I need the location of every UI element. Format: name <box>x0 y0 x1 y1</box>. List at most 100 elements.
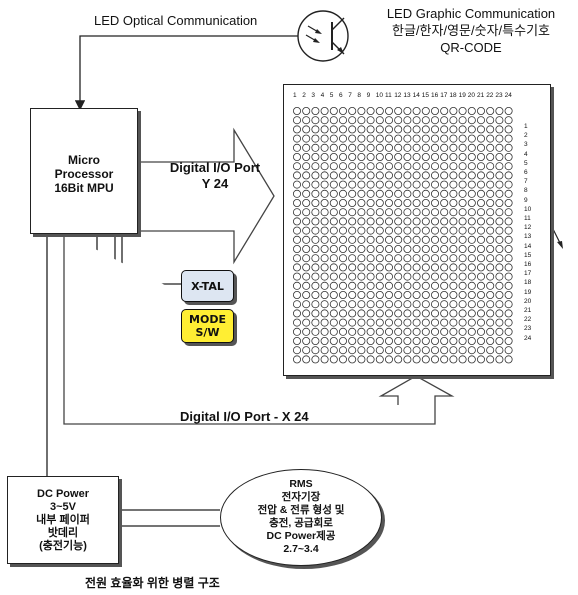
matrix-row-label: 11 <box>524 215 531 222</box>
led-dot <box>440 336 449 345</box>
led-dot <box>339 106 348 115</box>
led-dot <box>394 153 403 162</box>
led-dot <box>292 217 301 226</box>
led-dot <box>394 208 403 217</box>
led-dot <box>430 162 439 171</box>
led-dot <box>320 208 329 217</box>
led-dot <box>394 171 403 180</box>
led-dot <box>320 309 329 318</box>
led-dot <box>430 171 439 180</box>
led-dot <box>375 263 384 272</box>
led-dot <box>311 235 320 244</box>
matrix-row-label: 23 <box>524 325 532 333</box>
led-dot <box>394 281 403 290</box>
led-dot <box>329 336 338 345</box>
led-dot <box>348 254 357 263</box>
led-dot <box>357 125 366 134</box>
led-dot <box>302 244 311 253</box>
led-dot <box>430 153 439 162</box>
led-dot <box>504 244 513 253</box>
led-dot <box>467 244 476 253</box>
led-dot <box>504 281 513 290</box>
led-dot <box>504 189 513 198</box>
led-dot <box>440 153 449 162</box>
led-dot <box>311 143 320 152</box>
led-dot <box>476 189 485 198</box>
led-dot <box>320 290 329 299</box>
led-dot <box>430 106 439 115</box>
led-dot <box>486 143 495 152</box>
led-dot <box>403 327 412 336</box>
led-dot <box>348 180 357 189</box>
led-dot <box>476 346 485 355</box>
led-dot <box>375 180 384 189</box>
led-dot <box>495 281 504 290</box>
led-dot <box>495 244 504 253</box>
led-dot <box>440 171 449 180</box>
led-dot <box>449 355 458 364</box>
led-dot <box>403 217 412 226</box>
led-dot <box>504 327 513 336</box>
led-dot <box>375 143 384 152</box>
led-dot <box>440 134 449 143</box>
led-dot <box>467 125 476 134</box>
led-dot <box>366 171 375 180</box>
led-dot <box>449 199 458 208</box>
led-dot <box>385 300 394 309</box>
led-dot <box>302 180 311 189</box>
led-dot <box>476 244 485 253</box>
led-dot <box>467 318 476 327</box>
led-dot <box>339 263 348 272</box>
led-dot <box>366 244 375 253</box>
mode-switch[interactable]: MODE S/W <box>181 309 234 343</box>
led-dot <box>375 346 384 355</box>
led-dot <box>292 336 301 345</box>
dc-power-line5: (충전기능) <box>39 540 87 552</box>
led-dot <box>467 309 476 318</box>
led-dot <box>504 134 513 143</box>
led-dot <box>339 189 348 198</box>
mpu-line1: Micro <box>67 153 100 167</box>
led-dot <box>421 300 430 309</box>
led-dot <box>339 290 348 299</box>
led-dot <box>320 134 329 143</box>
led-dot <box>339 116 348 125</box>
matrix-col-label: 11 <box>385 92 392 99</box>
led-dot <box>495 318 504 327</box>
led-dot <box>403 116 412 125</box>
led-dot <box>486 327 495 336</box>
led-dot <box>430 346 439 355</box>
led-dot <box>430 254 439 263</box>
led-dot <box>504 153 513 162</box>
led-dot <box>467 189 476 198</box>
led-dot <box>486 226 495 235</box>
led-dot <box>357 309 366 318</box>
led-dot <box>311 162 320 171</box>
led-dot <box>476 290 485 299</box>
led-dot <box>476 116 485 125</box>
led-dot <box>339 281 348 290</box>
led-dot <box>495 217 504 226</box>
matrix-row-label: 18 <box>524 279 532 287</box>
led-dot <box>385 281 394 290</box>
led-dot <box>430 272 439 281</box>
led-dot <box>467 254 476 263</box>
led-dot <box>357 235 366 244</box>
led-dot <box>486 116 495 125</box>
matrix-row-label: 3 <box>524 141 528 149</box>
led-dot <box>302 153 311 162</box>
led-dot <box>292 300 301 309</box>
led-dot <box>366 189 375 198</box>
led-dot <box>348 162 357 171</box>
led-dot <box>311 355 320 364</box>
led-dot <box>476 143 485 152</box>
led-dot <box>495 171 504 180</box>
led-dot <box>440 217 449 226</box>
led-dot <box>458 153 467 162</box>
led-dot <box>292 355 301 364</box>
led-dot <box>329 217 338 226</box>
phototransistor-icon <box>297 10 349 62</box>
led-dot <box>375 189 384 198</box>
led-dot <box>394 106 403 115</box>
led-dot <box>292 254 301 263</box>
